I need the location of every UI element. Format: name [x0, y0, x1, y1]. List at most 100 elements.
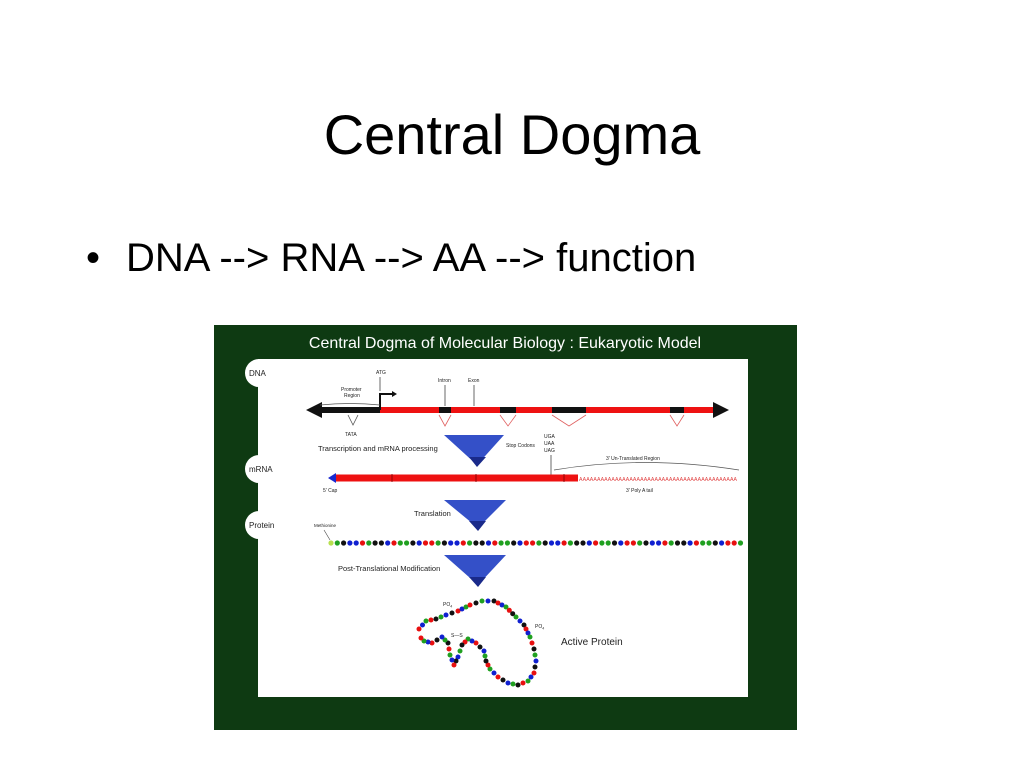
protein-chain — [328, 540, 744, 546]
tab-dna: DNA — [249, 369, 267, 378]
amino-acid-residue — [706, 540, 712, 546]
intron-block — [439, 407, 451, 413]
central-dogma-figure: Central Dogma of Molecular Biology : Euk… — [214, 325, 797, 730]
amino-acid-residue — [416, 540, 422, 546]
amino-acid-residue — [687, 540, 693, 546]
folded-residue — [499, 602, 505, 608]
active-protein-label: Active Protein — [561, 637, 623, 648]
folded-residue — [482, 653, 488, 659]
figure-panel — [258, 359, 748, 697]
amino-acid-residue — [630, 540, 636, 546]
methionine-label: Methionine — [314, 523, 337, 528]
amino-acid-residue — [656, 540, 662, 546]
amino-acid-residue — [643, 540, 649, 546]
folded-residue — [469, 638, 475, 644]
stop-codon-uga: UGA — [544, 434, 556, 440]
folded-residue — [420, 622, 425, 628]
tab-dna-shape — [245, 359, 281, 387]
atg-label: ATG — [376, 370, 386, 376]
folded-residue — [463, 604, 469, 610]
folded-residue — [503, 604, 509, 610]
amino-acid-residue — [599, 540, 605, 546]
folded-residue — [429, 640, 435, 646]
amino-acid-residue — [737, 540, 744, 546]
ptm-funnel-tip — [469, 577, 486, 587]
folded-residue — [451, 662, 457, 668]
folded-residue — [520, 680, 526, 686]
folded-residue — [447, 652, 453, 658]
amino-acid-residue — [605, 540, 611, 546]
amino-acid-residue — [492, 540, 498, 546]
folded-residue — [439, 634, 445, 640]
amino-acid-residue — [385, 540, 391, 546]
amino-acid-residue — [580, 540, 586, 546]
amino-acid-residue — [561, 540, 567, 546]
splice-connector — [551, 414, 587, 427]
amino-acid-residue — [485, 540, 492, 546]
folded-residue — [479, 598, 485, 604]
folded-residue — [449, 657, 455, 663]
promoter-label-line1: Promoter — [341, 387, 362, 393]
figure-title: Central Dogma of Molecular Biology : Euk… — [309, 335, 701, 352]
folded-residue — [529, 640, 535, 646]
folded-residue — [481, 648, 487, 654]
folded-residue — [510, 681, 516, 687]
bullet-text: DNA --> RNA --> AA --> function — [126, 236, 697, 280]
amino-acid-residue — [517, 540, 523, 546]
intron-label: Intron — [438, 378, 451, 384]
amino-acid-residue — [586, 540, 592, 546]
poly-a-label: 3' Poly A tail — [626, 488, 653, 494]
translation-funnel-icon — [444, 500, 506, 528]
amino-acid-residue — [574, 540, 580, 546]
bullet-dot-icon: • — [86, 236, 101, 280]
transcription-funnel-icon — [444, 435, 504, 465]
folded-residue — [428, 617, 434, 623]
tab-mrna: mRNA — [249, 465, 273, 474]
amino-acid-residue — [504, 540, 510, 546]
intron-block — [500, 407, 516, 413]
five-cap-label: 5' Cap — [323, 488, 338, 494]
poly-a-tail: AAAAAAAAAAAAAAAAAAAAAAAAAAAAAAAAAAAAAAAA… — [579, 477, 738, 483]
folded-residue — [434, 637, 440, 643]
folded-residue — [433, 616, 439, 622]
amino-acid-residue — [435, 540, 441, 546]
amino-acid-residue — [341, 540, 347, 546]
folded-residue — [528, 674, 534, 680]
amino-acid-residue — [725, 540, 731, 546]
stop-codon-uaa: UAA — [544, 441, 555, 447]
amino-acid-residue — [712, 540, 718, 546]
folded-residue — [527, 634, 533, 640]
utr-label: 3' Un-Translated Region — [606, 456, 660, 462]
amino-acid-residue — [422, 540, 429, 546]
folded-residue — [510, 611, 516, 617]
splice-connector — [669, 414, 685, 427]
amino-acid-residue — [372, 540, 378, 546]
splice-connector — [438, 414, 452, 427]
folded-residue — [453, 658, 459, 664]
folded-residue — [483, 658, 489, 664]
amino-acid-residue — [511, 540, 517, 546]
amino-acid-residue — [536, 540, 542, 546]
amino-acid-residue — [391, 540, 397, 546]
amino-acid-residue — [681, 540, 687, 546]
amino-acid-residue — [662, 540, 668, 546]
po4-label-left: PO4 — [443, 602, 452, 609]
folded-residue — [423, 618, 429, 624]
folded-residue — [425, 639, 431, 645]
stop-codon-uag: UAG — [544, 448, 555, 454]
folded-residue — [517, 618, 523, 624]
methionine-pointer — [323, 529, 331, 541]
transcription-start-arrowhead-icon — [392, 391, 397, 397]
amino-acid-residue — [674, 540, 681, 546]
folded-residue — [438, 614, 444, 620]
folded-residue — [418, 635, 424, 641]
figure-svg: Central Dogma of Molecular Biology : Euk… — [214, 325, 797, 730]
folded-residue — [533, 658, 539, 664]
folded-residue — [532, 652, 538, 658]
amino-acid-residue — [410, 540, 416, 546]
amino-acid-residue — [567, 540, 573, 546]
amino-acid-residue — [328, 540, 334, 546]
amino-acid-residue — [700, 540, 706, 546]
amino-acid-residue — [668, 540, 674, 546]
intron-block — [670, 407, 684, 413]
